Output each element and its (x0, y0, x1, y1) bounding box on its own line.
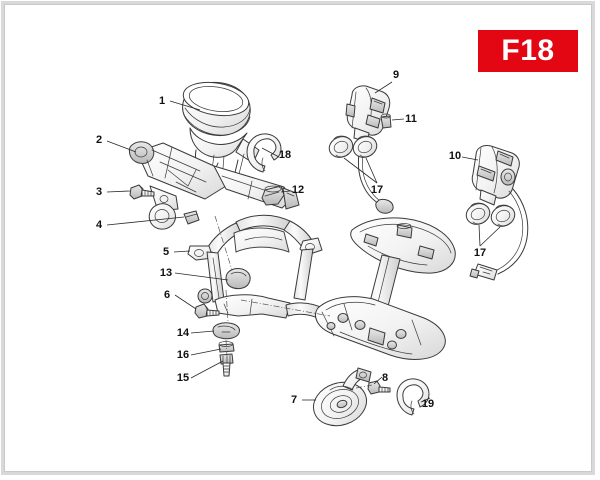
callout-10: 10 (448, 150, 462, 162)
callout-6: 6 (163, 289, 171, 301)
part-clamp-plate-14 (212, 322, 240, 340)
callout-15: 15 (176, 372, 190, 384)
part-retaining-clip-19 (396, 378, 430, 416)
callout-17-right: 17 (473, 247, 487, 259)
part-bolt-3 (129, 184, 155, 200)
callout-2: 2 (95, 134, 103, 146)
callout-3: 3 (95, 186, 103, 198)
part-bolt-6 (194, 303, 220, 319)
callout-19: 19 (421, 398, 435, 410)
callout-18: 18 (278, 149, 292, 161)
part-instrument-cluster (182, 81, 260, 186)
part-horn-bolt-8 (367, 380, 391, 395)
part-triple-clamp-assembly (315, 217, 456, 360)
callout-17: 17 (370, 184, 384, 196)
diagram-code-badge: F18 (478, 30, 578, 72)
callout-8: 8 (381, 372, 389, 384)
callout-9: 9 (392, 69, 400, 81)
callout-13: 13 (159, 267, 173, 279)
callout-7: 7 (290, 394, 298, 406)
part-handlebar-yoke (187, 214, 328, 321)
part-horn (313, 367, 372, 427)
callout-4: 4 (95, 219, 103, 231)
part-rubber-plug-11 (380, 113, 392, 129)
part-right-handlebar-switch (469, 145, 529, 281)
part-spacer-block-4 (183, 210, 200, 225)
callout-16: 16 (176, 349, 190, 361)
part-retaining-clip-18 (246, 133, 282, 173)
callout-1: 1 (158, 95, 166, 107)
part-instrument-mount-bracket (128, 141, 300, 230)
callout-14: 14 (176, 327, 190, 339)
callout-12: 12 (291, 184, 305, 196)
part-grommet-12 (261, 185, 285, 206)
callout-leader-lines (106, 81, 501, 403)
part-cable-clamp-rings-left (328, 135, 378, 158)
diagram-code-text: F18 (501, 34, 555, 67)
callout-11: 11 (405, 113, 417, 125)
part-cable-clamp-rings-right (465, 202, 516, 227)
part-bolt-15 (219, 353, 234, 377)
callout-5: 5 (162, 246, 170, 258)
